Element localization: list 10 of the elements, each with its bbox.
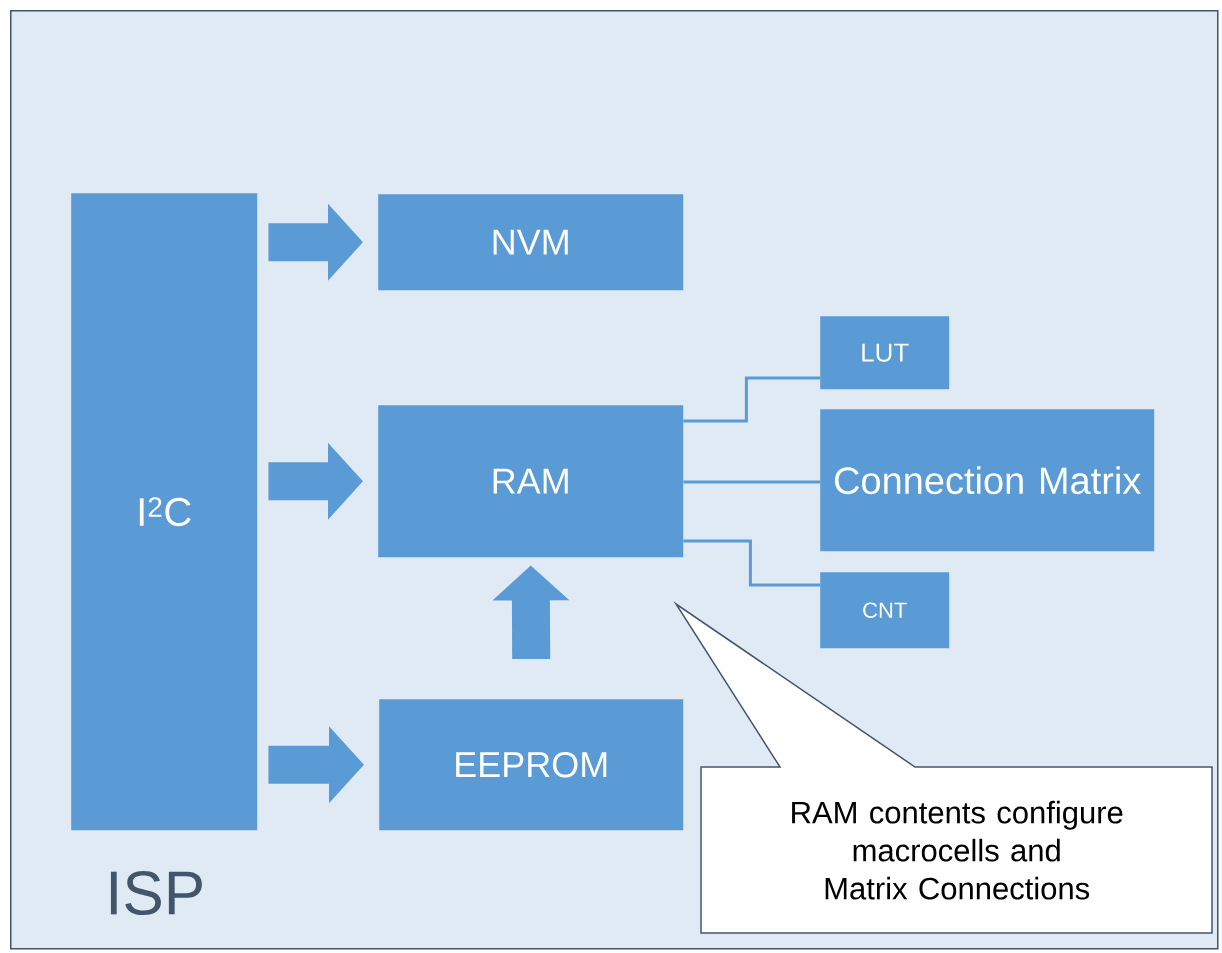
block-box: LUT	[820, 316, 950, 390]
block-box: RAM	[378, 405, 684, 558]
block-box: I$^{2}$C	[71, 193, 258, 831]
block-box: NVM	[378, 194, 684, 291]
block-box: CNT	[820, 572, 950, 649]
connector-line	[683, 376, 820, 423]
block-box: EEPROM	[379, 699, 684, 831]
connector-line	[683, 480, 820, 484]
block-box: Connection Matrix	[820, 409, 1155, 552]
connector-line	[683, 539, 820, 587]
